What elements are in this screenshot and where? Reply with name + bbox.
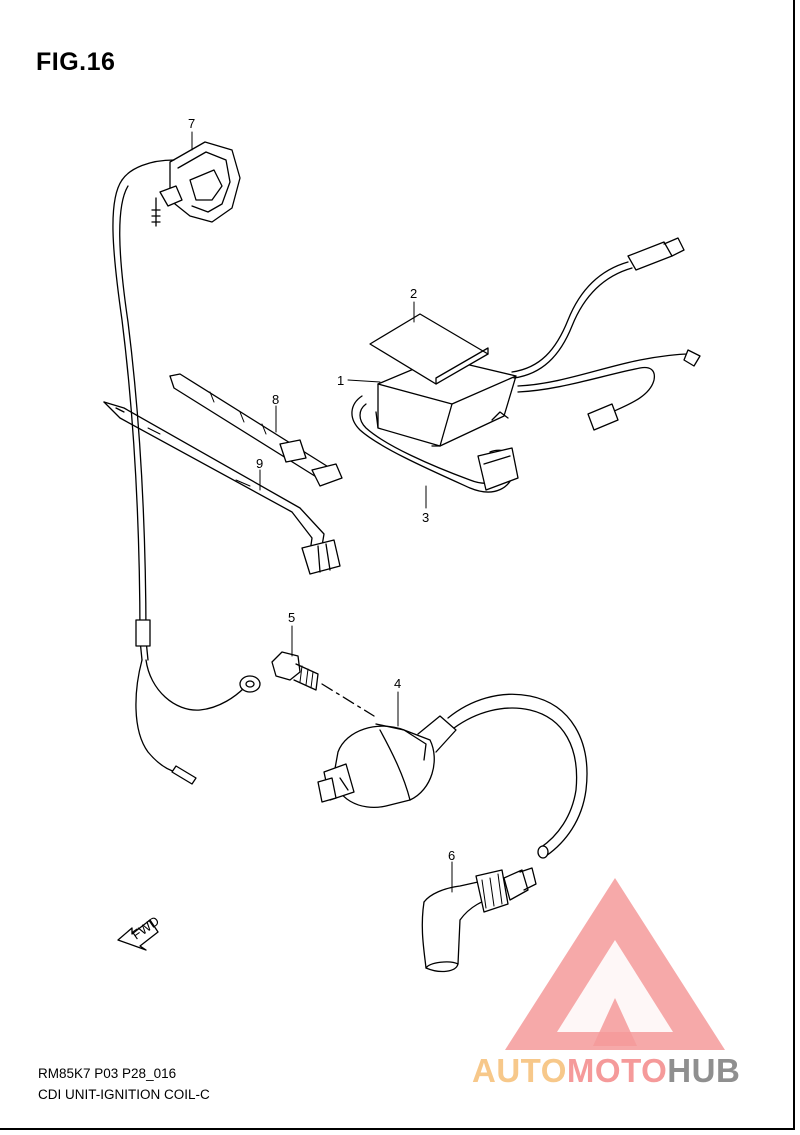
- part-8-band[interactable]: [169, 373, 343, 487]
- watermark-text-auto: AUTO: [472, 1052, 567, 1089]
- callout-1: 1: [337, 373, 344, 388]
- model-code: RM85K7 P03 P28_016: [38, 1066, 177, 1081]
- watermark-text-hub: HUB: [667, 1052, 741, 1089]
- callout-9: 9: [256, 456, 263, 471]
- callout-5: 5: [288, 610, 295, 625]
- part-4-ignition-coil[interactable]: [317, 693, 588, 859]
- callout-3: 3: [422, 510, 429, 525]
- callout-2: 2: [410, 286, 417, 301]
- part-2-pad[interactable]: [369, 313, 489, 385]
- part-1-cdi-unit[interactable]: [375, 237, 701, 447]
- part-9-cable-tie[interactable]: [103, 401, 341, 575]
- watermark-logo: [505, 878, 725, 1050]
- callout-8: 8: [272, 392, 279, 407]
- leader-lines: [191, 131, 453, 893]
- part-7-pickup-coil[interactable]: [112, 141, 261, 785]
- part-name: CDI UNIT-IGNITION COIL-C: [38, 1087, 210, 1102]
- fwd-arrow-icon: FWD: [117, 913, 162, 951]
- part-3-rubber-band[interactable]: [351, 395, 519, 493]
- callout-7: 7: [188, 116, 195, 131]
- watermark-text: AUTOMOTOHUB: [472, 1052, 740, 1090]
- part-5-bolt[interactable]: [271, 651, 375, 717]
- figure-title: FIG.16: [36, 48, 116, 76]
- part-6-plug-cap[interactable]: [421, 867, 537, 973]
- callout-6: 6: [448, 848, 455, 863]
- watermark-text-moto: MOTO: [566, 1052, 668, 1089]
- callout-4: 4: [394, 676, 401, 691]
